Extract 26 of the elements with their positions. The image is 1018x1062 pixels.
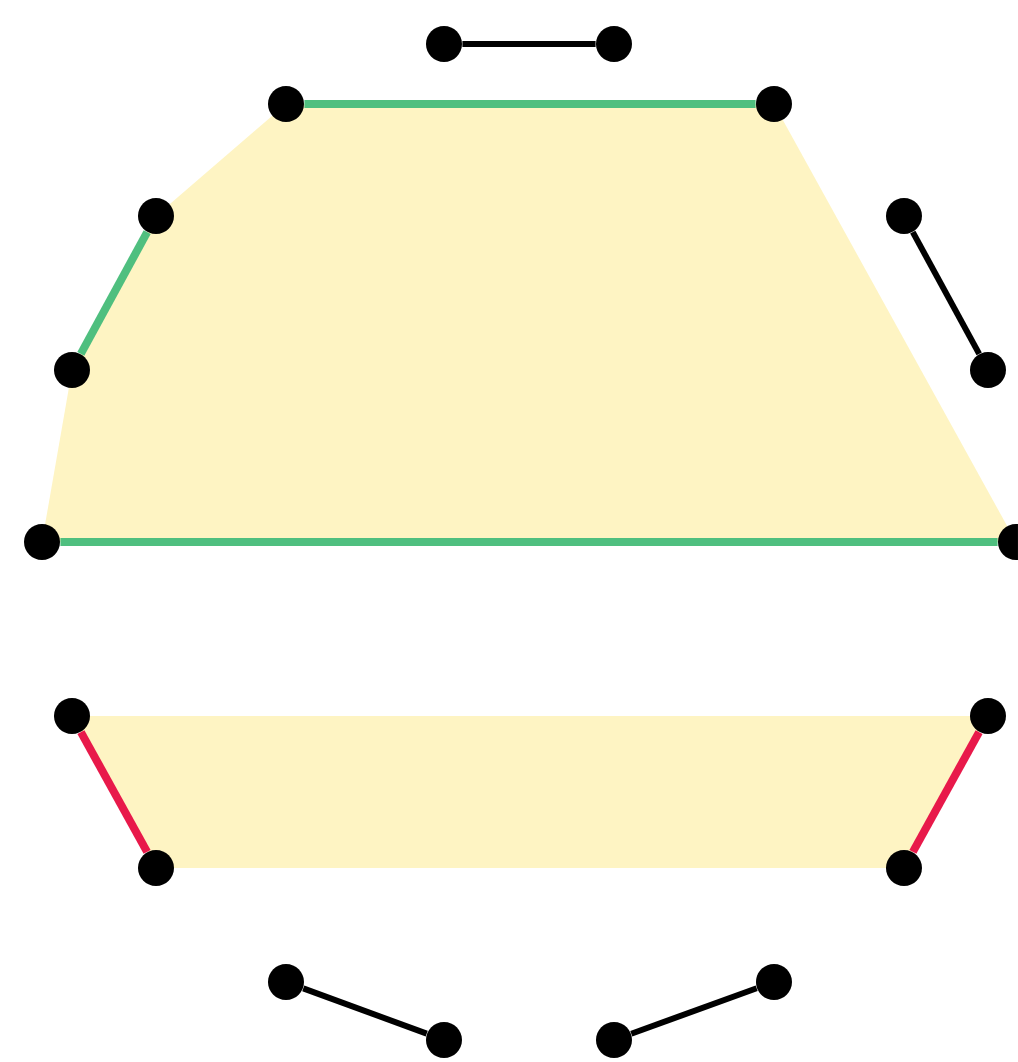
point-dot (886, 198, 922, 234)
point-dot (138, 850, 174, 886)
point-dot (970, 698, 1006, 734)
point-dot (268, 964, 304, 1000)
line-segment (910, 230, 982, 356)
line-segment (77, 730, 151, 854)
line-segment (60, 538, 998, 546)
point-dot (54, 698, 90, 734)
point-dot (596, 1022, 632, 1058)
point-dot (24, 524, 60, 560)
point-dot (756, 86, 792, 122)
point-dot (756, 964, 792, 1000)
point-dot (138, 198, 174, 234)
line-segment (630, 985, 758, 1037)
point-dot (268, 86, 304, 122)
line-segment (909, 730, 983, 854)
line-segment (77, 230, 151, 356)
point-dot (54, 352, 90, 388)
point-dot (596, 26, 632, 62)
line-segment (304, 100, 756, 108)
point-dot (970, 352, 1006, 388)
line-segment (462, 41, 596, 47)
point-dot (426, 26, 462, 62)
point-dot (886, 850, 922, 886)
line-segment (302, 985, 428, 1037)
point-dot (426, 1022, 462, 1058)
